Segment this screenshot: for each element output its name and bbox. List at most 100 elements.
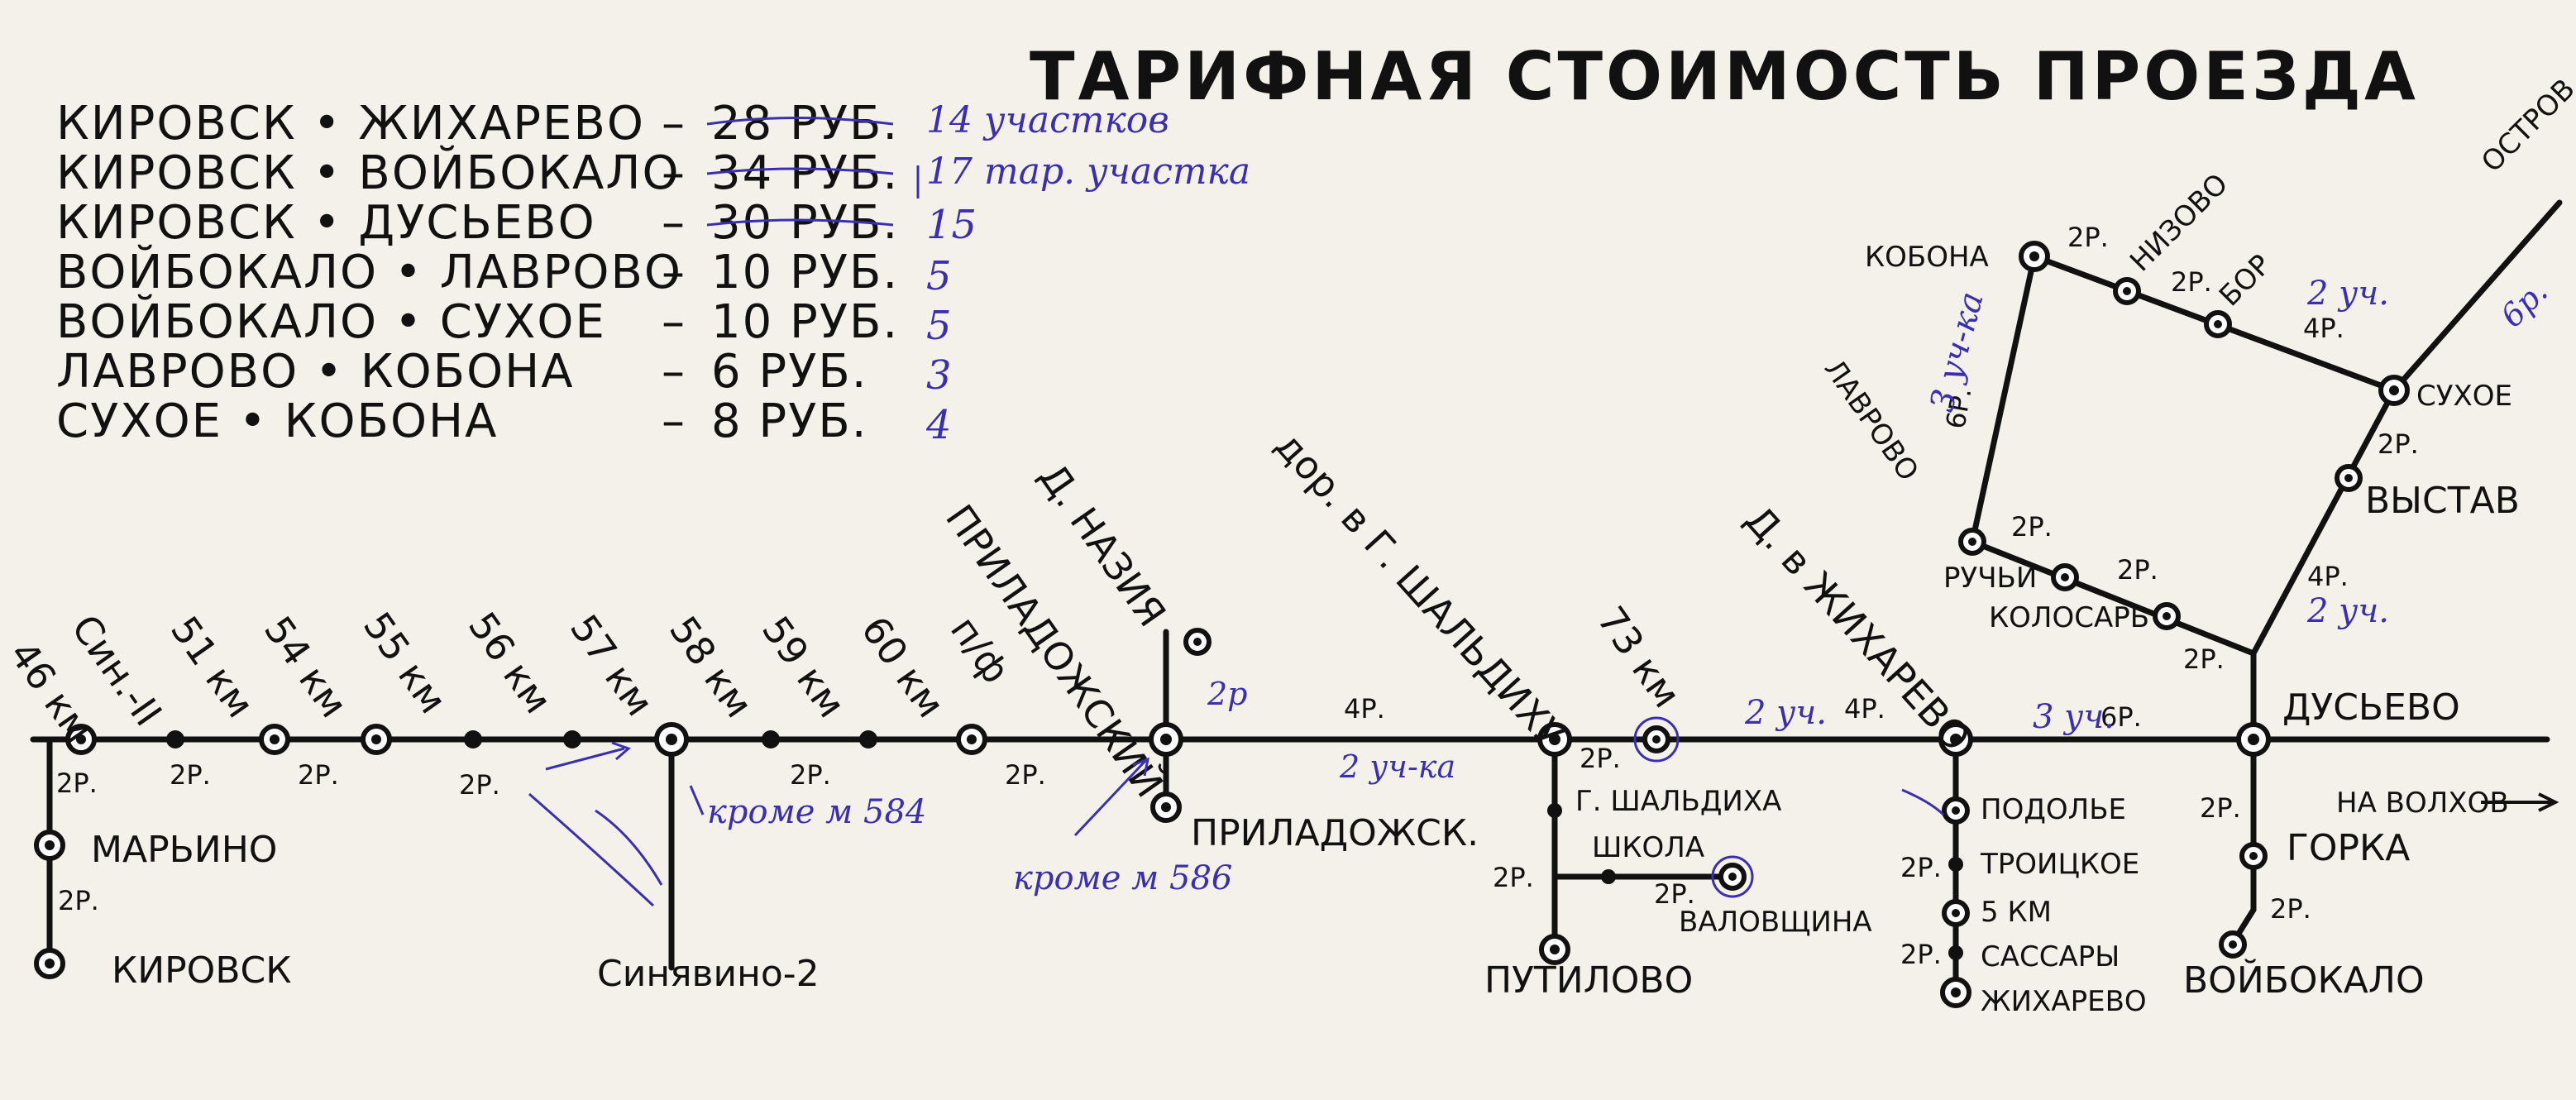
- station-na-volkhov: НА ВОЛХОВ: [2336, 787, 2509, 820]
- station-marker-dot: [2123, 287, 2131, 295]
- km-label: дор. в Г. ШАЛЬДИХУ: [1267, 423, 1574, 756]
- station-sassary: САССАРЫ: [1981, 940, 2120, 973]
- km-labels: 46 км Син.-II 51 км 54 км 55 км 56 км 57…: [1, 423, 1979, 806]
- km-label: 57 км: [562, 606, 662, 724]
- stop-dot: [464, 730, 482, 748]
- fare-price: 6 РУБ.: [711, 345, 868, 399]
- price-label: 2Р.: [1654, 878, 1695, 910]
- station-marker-dot: [45, 959, 55, 968]
- station-marker-dot: [1952, 806, 1960, 815]
- km-label: 55 км: [355, 604, 456, 721]
- price-label: 2Р.: [2117, 554, 2158, 586]
- stop-dot: [166, 730, 184, 748]
- price-label: 2Р.: [2270, 893, 2311, 925]
- fare-note: 3: [926, 352, 952, 399]
- station-shaldikha: Г. ШАЛЬДИХА: [1575, 785, 1781, 818]
- price-label: 2Р.: [459, 769, 500, 801]
- station-marker-dot: [2061, 573, 2069, 581]
- fare-price: 10 РУБ.: [711, 246, 899, 299]
- station-marker-dot: [2344, 474, 2353, 482]
- fare-table: КИРОВСК • ЖИХАРЕВО – 28 РУБ. 14 участков…: [56, 97, 1250, 448]
- station-kirovsk: КИРОВСК: [112, 949, 291, 992]
- hand-note-2uch: 2 уч.: [1744, 694, 1827, 732]
- station-voybokalo: ВОЙБОКАЛО: [2183, 958, 2425, 1002]
- station-troitskoe: ТРОИЦКОЕ: [1980, 848, 2139, 881]
- station-nizovo: НИЗОВО: [2124, 167, 2234, 278]
- fare-route: КИРОВСК • ВОЙБОКАЛО: [56, 146, 681, 200]
- fare-route: ВОЙБОКАЛО • СУХОЕ: [56, 294, 606, 349]
- station-marker-dot: [371, 734, 381, 744]
- fare-dash: –: [662, 295, 686, 349]
- price-label: 2Р.: [1005, 759, 1046, 791]
- fare-price: 28 РУБ.: [711, 97, 899, 151]
- price-label: 2Р.: [2183, 643, 2225, 675]
- stop-dot: [762, 730, 780, 748]
- price-label: 6Р.: [1939, 385, 1977, 432]
- hand-note-kromem584: кроме м 584: [707, 793, 926, 831]
- fare-price: 34 РУБ.: [711, 146, 899, 200]
- station-marker-dot: [1549, 734, 1560, 745]
- station-marker-dot: [1952, 909, 1960, 917]
- price-label: 2Р.: [1493, 862, 1534, 893]
- arrow-icon: [1073, 757, 1150, 837]
- fare-dash: –: [662, 146, 686, 200]
- station-marker-dot: [2229, 940, 2237, 949]
- price-label: 6Р.: [2100, 701, 2142, 733]
- station-markers: [34, 241, 2410, 1008]
- station-marker-dot: [1728, 873, 1737, 881]
- hand-note-3uch: 3 уч-ка: [1923, 288, 1991, 415]
- station-lavrovo: ЛАВРОВО: [1818, 353, 1925, 487]
- station-ruchyi: РУЧЬИ: [1943, 562, 2037, 595]
- station-marker-dot: [2214, 320, 2222, 328]
- station-gorka: ГОРКА: [2287, 827, 2410, 869]
- loop-sukhoe: [2250, 387, 2397, 657]
- station-marker-dot: [1193, 638, 1202, 646]
- station-marker-dot: [270, 734, 280, 744]
- fare-note: 17 тар. участка: [926, 151, 1250, 193]
- arrow-icon: [1901, 788, 1945, 816]
- arrow-icon: [689, 785, 705, 815]
- price-label: 2Р.: [2171, 266, 2212, 298]
- station-podolye: ПОДОЛЬЕ: [1981, 793, 2126, 826]
- hand-circle: [1711, 855, 1754, 898]
- strike-mark: [706, 167, 894, 175]
- hand-note-ostrov: 6р.: [2493, 273, 2554, 334]
- hand-note-2uch: 2 уч.: [2306, 592, 2389, 630]
- fare-route: ВОЙБОКАЛО • ЛАВРОВО: [56, 245, 682, 299]
- fare-route: ЛАВРОВО • КОБОНА: [56, 345, 575, 399]
- station-marker-dot: [76, 734, 86, 744]
- price-label: 2Р.: [1900, 939, 1942, 970]
- station-marker-dot: [1161, 802, 1171, 812]
- km-label: 73 км: [1589, 598, 1689, 715]
- station-putilovo: ПУТИЛОВО: [1484, 959, 1693, 1002]
- loop-lavrovo: [1969, 538, 2257, 657]
- fare-note: 15: [926, 202, 977, 248]
- station-marker-dot: [2389, 385, 2399, 395]
- price-label: 2Р.: [2011, 511, 2053, 543]
- station-priladozhsk: ПРИЛАДОЖСК.: [1191, 812, 1479, 854]
- hand-note-2r: 2р: [1207, 676, 1248, 712]
- station-bor: БОР: [2213, 248, 2277, 313]
- station-shkola: ШКОЛА: [1592, 831, 1704, 864]
- station-sukhoe: СУХОЕ: [2416, 380, 2512, 413]
- fare-route: КИРОВСК • ДУСЬЕВО: [56, 196, 596, 250]
- price-label: 2Р.: [1900, 852, 1942, 883]
- km-label: 51 км: [162, 608, 263, 725]
- station-valovshchina: ВАЛОВЩИНА: [1679, 906, 1872, 939]
- stop-dot: [1547, 803, 1562, 818]
- fare-price: 8 РУБ.: [711, 395, 868, 448]
- station-marino: МАРЬИНО: [91, 829, 277, 871]
- price-label: 4Р.: [1844, 693, 1885, 725]
- stop-dot: [563, 730, 581, 748]
- station-marker-dot: [666, 734, 677, 745]
- station-5km: 5 КМ: [1981, 896, 2052, 929]
- station-marker-dot: [967, 734, 977, 744]
- fare-note: 4: [925, 402, 952, 448]
- arrow-right-icon: [2481, 792, 2559, 812]
- station-marker-dot: [2029, 251, 2039, 261]
- price-label: 2Р.: [2067, 222, 2109, 253]
- station-marker-dot: [1160, 734, 1172, 745]
- hand-note-kromem586: кроме м 586: [1013, 859, 1232, 897]
- station-kobona: КОБОНА: [1865, 241, 1989, 274]
